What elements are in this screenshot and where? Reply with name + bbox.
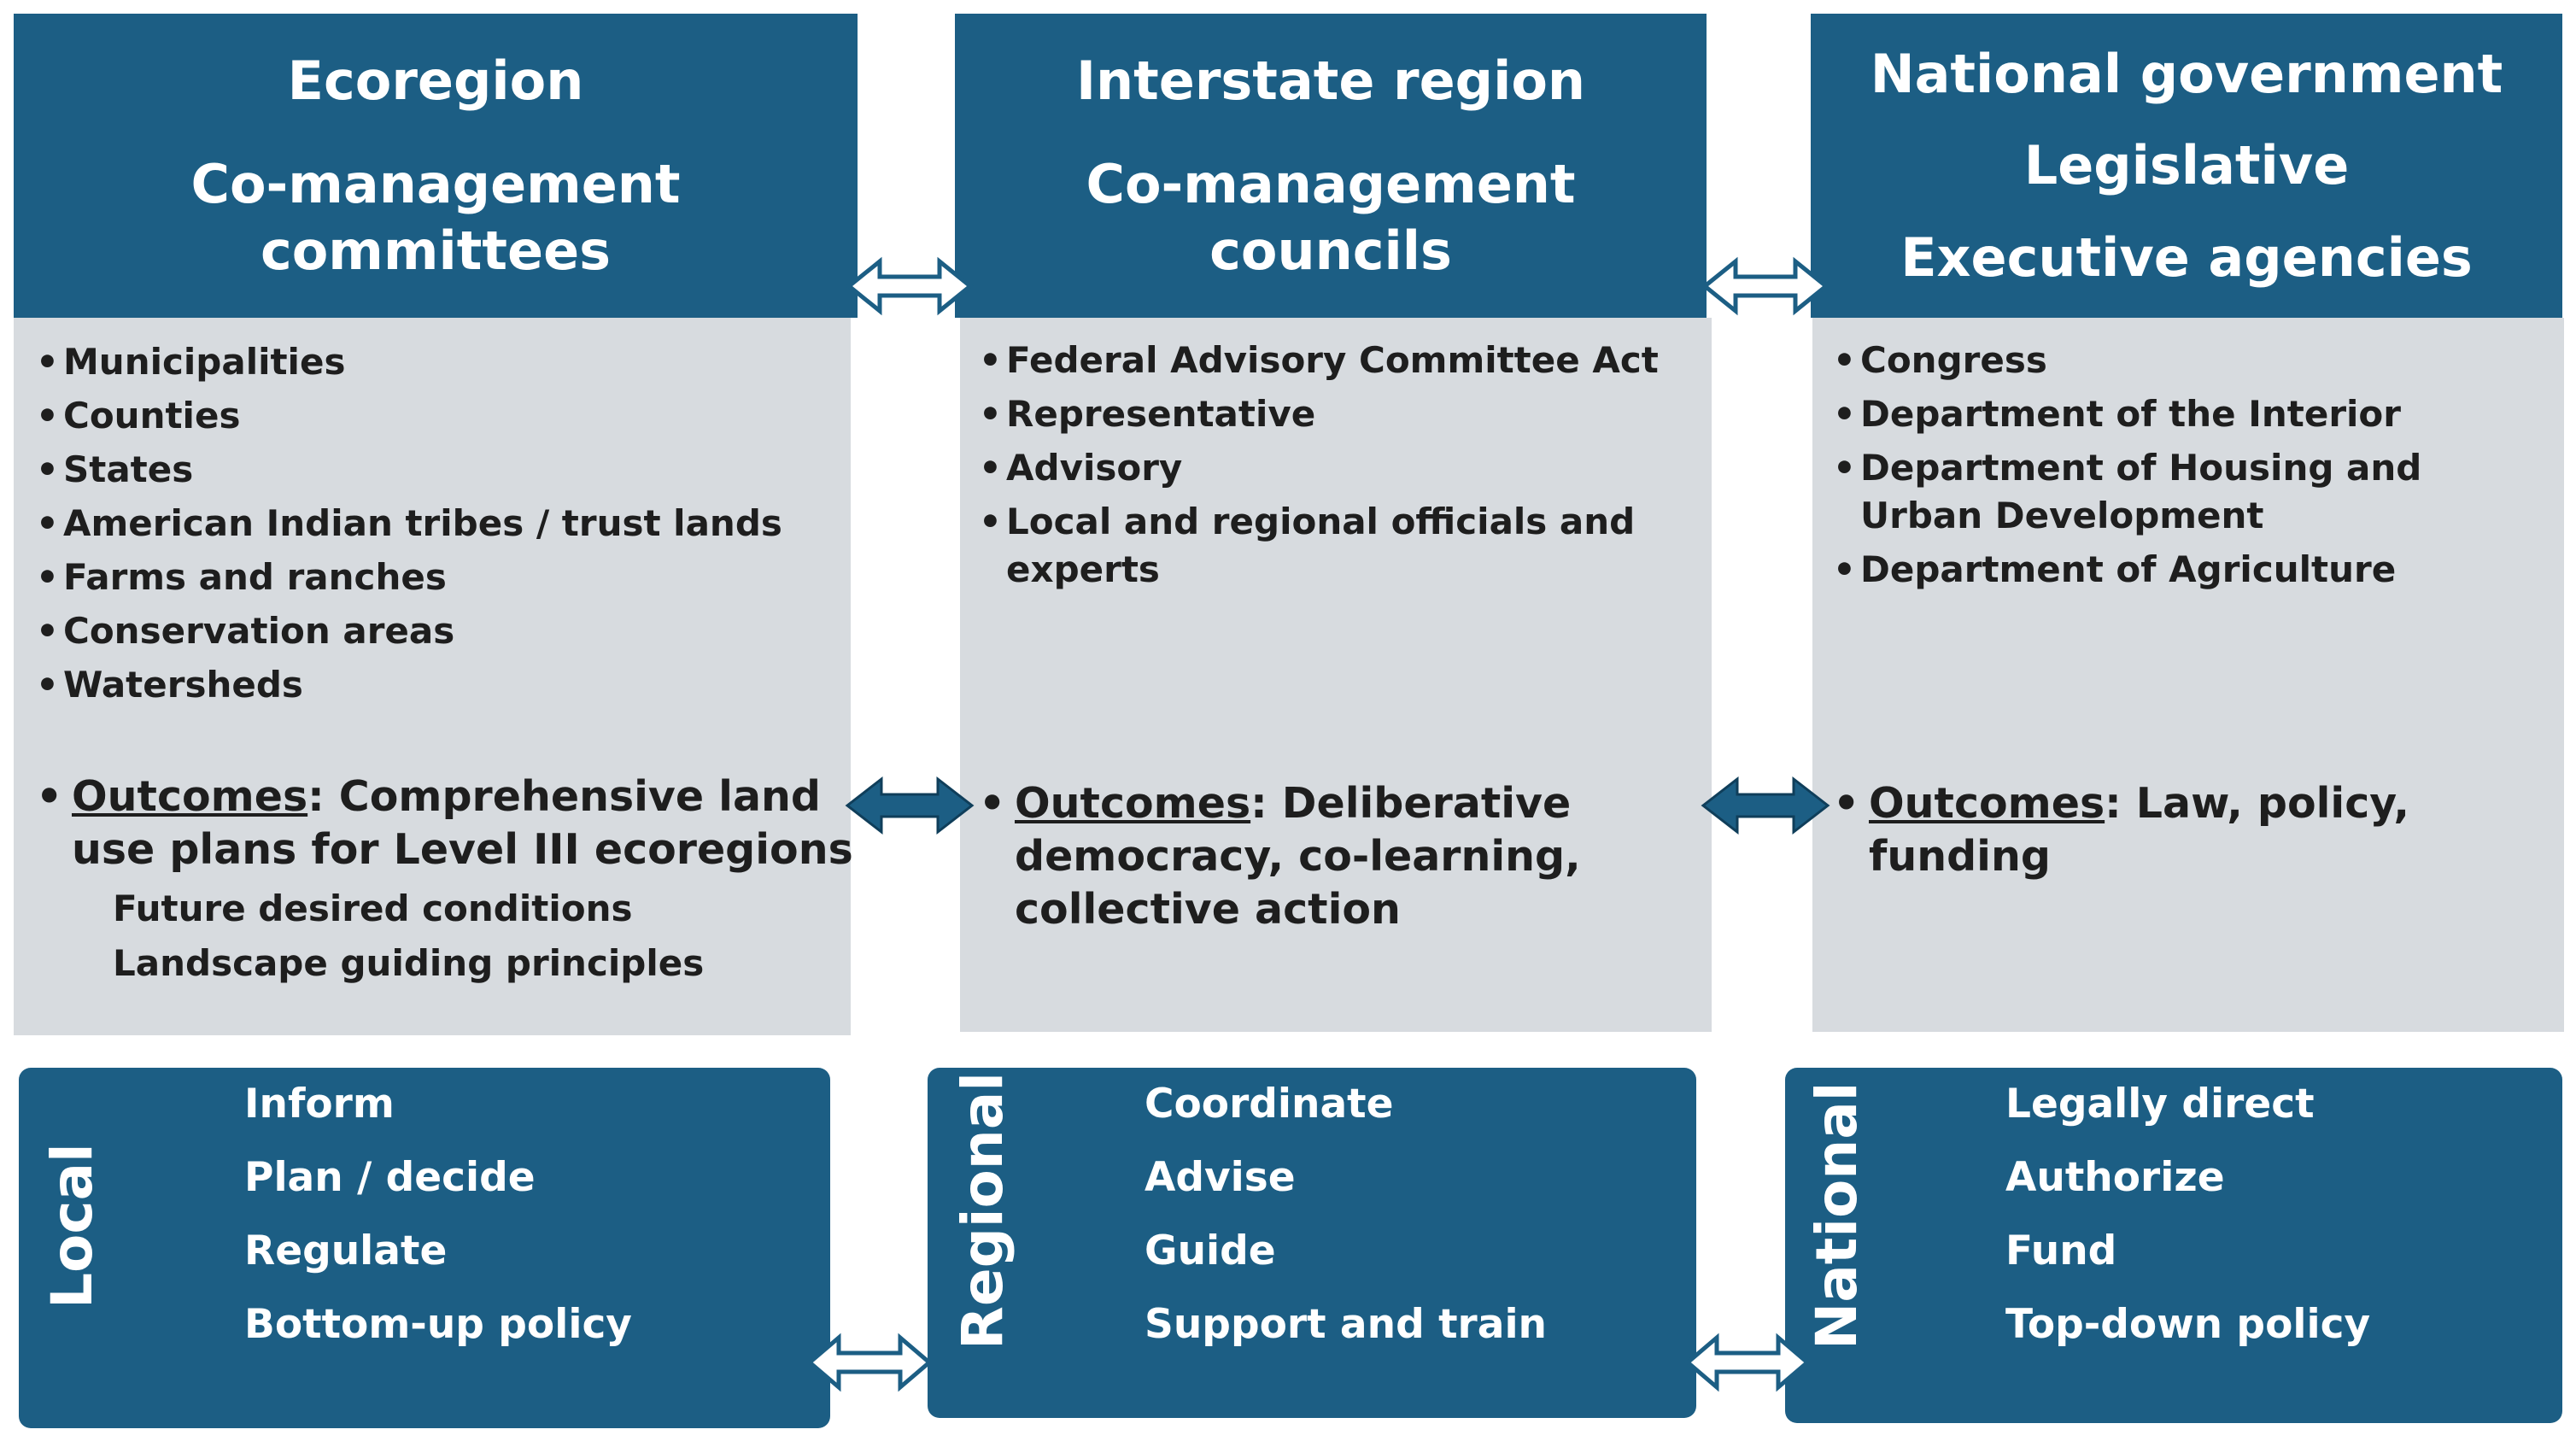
list-item: Conservation areas xyxy=(36,607,782,655)
list-item: Top-down policy xyxy=(2005,1301,2371,1348)
list-item: Local and regional officials and experts xyxy=(979,498,1638,594)
national-level-box: National Legally direct Authorize Fund T… xyxy=(1785,1068,2562,1423)
interstate-header: Interstate region Co-management councils xyxy=(955,14,1707,318)
list-item: Guide xyxy=(1145,1227,1276,1274)
national-title: National government xyxy=(1870,42,2503,105)
double-arrow-icon xyxy=(806,1333,933,1392)
list-item: Representative xyxy=(979,390,1679,438)
list-item: Plan / decide xyxy=(244,1154,536,1201)
national-role-list: Legally direct Authorize Fund Top-down p… xyxy=(2005,1068,2370,1362)
ecoregion-item-list: Municipalities Counties States American … xyxy=(36,338,782,715)
double-arrow-icon xyxy=(1701,256,1830,316)
double-arrow-icon xyxy=(846,256,974,316)
national-item-list: Congress Department of the Interior Depa… xyxy=(1833,337,2542,600)
regional-level-box: Regional Coordinate Advise Guide Support… xyxy=(928,1068,1696,1418)
national-body: Congress Department of the Interior Depa… xyxy=(1812,318,2564,1032)
list-item: Coordinate xyxy=(1145,1081,1394,1128)
regional-role-list: Coordinate Advise Guide Support and trai… xyxy=(1145,1068,1547,1362)
national-outcome: •Outcomes: Law, policy, funding xyxy=(1833,779,2410,881)
local-level-box: Local Inform Plan / decide Regulate Bott… xyxy=(19,1068,830,1428)
list-item: Municipalities xyxy=(36,338,782,386)
interstate-subtitle: Co-management councils xyxy=(1086,153,1576,282)
double-arrow-icon xyxy=(845,776,975,835)
outcome-label: Outcomes xyxy=(72,772,308,821)
national-subtitle-2: Executive agencies xyxy=(1900,226,2473,289)
list-item: Watersheds xyxy=(36,661,782,709)
list-item: Inform xyxy=(244,1081,395,1128)
outcome-label: Outcomes xyxy=(1015,779,1251,828)
outcome-text: : Comprehensive land use plans for Level… xyxy=(72,772,853,874)
ecoregion-outcome-sub-1: Future desired conditions xyxy=(113,888,633,929)
ecoregion-subtitle: Co-management committees xyxy=(190,153,681,282)
list-item: States xyxy=(36,446,782,494)
national-level-label: National xyxy=(1804,1081,1870,1350)
list-item: Farms and ranches xyxy=(36,554,782,601)
double-arrow-icon xyxy=(1684,1333,1811,1392)
national-header: National government Legislative Executiv… xyxy=(1811,14,2562,318)
list-item: Advisory xyxy=(979,444,1679,492)
list-item: Advise xyxy=(1145,1154,1296,1201)
regional-level-label: Regional xyxy=(950,1072,1016,1350)
list-item: Department of the Interior xyxy=(1833,390,2542,438)
outcome-text: : Law, policy, funding xyxy=(1869,779,2410,881)
ecoregion-outcome-sub-2: Landscape guiding principles xyxy=(113,942,705,984)
list-item: Department of Housing and Urban Developm… xyxy=(1833,444,2542,540)
interstate-title: Interstate region xyxy=(1075,49,1586,112)
ecoregion-outcome: •Outcomes: Comprehensive land use plans … xyxy=(36,772,853,874)
list-item: Regulate xyxy=(244,1227,448,1274)
national-subtitle-1: Legislative xyxy=(2023,134,2350,197)
ecoregion-title: Ecoregion xyxy=(287,49,584,112)
list-item: Authorize xyxy=(2005,1154,2225,1201)
local-role-list: Inform Plan / decide Regulate Bottom-up … xyxy=(244,1068,632,1362)
outcome-label: Outcomes xyxy=(1869,779,2105,828)
list-item: Bottom-up policy xyxy=(244,1301,632,1348)
local-level-label: Local xyxy=(39,1143,105,1309)
list-item: Congress xyxy=(1833,337,2542,384)
list-item: Federal Advisory Committee Act xyxy=(979,337,1679,384)
double-arrow-icon xyxy=(1701,776,1830,835)
list-item: Support and train xyxy=(1145,1301,1548,1348)
ecoregion-body: Municipalities Counties States American … xyxy=(14,318,853,1035)
list-item: Fund xyxy=(2005,1227,2117,1274)
list-item: American Indian tribes / trust lands xyxy=(36,500,782,548)
outcome-text: : Deliberative democracy, co-learning, c… xyxy=(1015,779,1581,934)
ecoregion-header: Ecoregion Co-management committees xyxy=(14,14,858,318)
interstate-outcome: •Outcomes: Deliberative democracy, co-le… xyxy=(979,779,1581,934)
interstate-body: Federal Advisory Committee Act Represent… xyxy=(960,318,1712,1032)
interstate-item-list: Federal Advisory Committee Act Represent… xyxy=(979,337,1679,600)
list-item: Department of Agriculture xyxy=(1833,546,2542,594)
list-item: Counties xyxy=(36,392,782,440)
list-item: Legally direct xyxy=(2005,1081,2315,1128)
